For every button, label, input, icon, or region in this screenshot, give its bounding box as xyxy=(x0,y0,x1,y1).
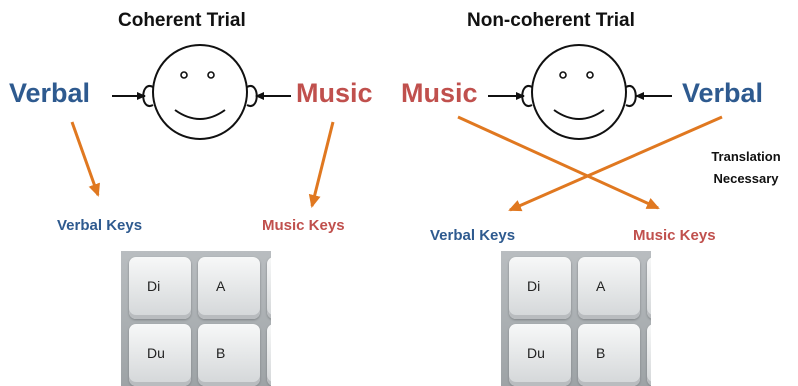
key-b-label: B xyxy=(216,345,226,361)
key-blank xyxy=(647,257,651,319)
key-di: Di xyxy=(129,257,191,319)
key-di-label: Di xyxy=(147,278,161,294)
translation-note: Translation Necessary xyxy=(694,146,798,190)
key-du-label: Du xyxy=(527,345,545,361)
face-icon-coherent xyxy=(142,44,258,140)
key-du-label: Du xyxy=(147,345,165,361)
key-du: Du xyxy=(129,324,191,386)
key-a-label: A xyxy=(216,278,226,294)
noncoherent-title: Non-coherent Trial xyxy=(467,10,635,31)
key-blank xyxy=(267,324,271,386)
key-a-label: A xyxy=(596,278,606,294)
key-b: B xyxy=(198,324,260,386)
key-b-label: B xyxy=(596,345,606,361)
keyboard-icon-coherent: Di A Du B xyxy=(121,251,271,386)
noncoherent-music-keys-label: Music Keys xyxy=(633,227,716,244)
key-blank xyxy=(647,324,651,386)
noncoherent-source-music: Music xyxy=(401,78,478,108)
arrow-icon-music-to-music-keys xyxy=(308,121,335,208)
key-blank xyxy=(267,257,271,319)
key-di-label: Di xyxy=(527,278,541,294)
arrow-icon-verbal-to-verbal-keys-2 xyxy=(508,115,723,212)
arrow-icon-music-to-music-keys-2 xyxy=(457,115,660,210)
translation-note-line1: Translation xyxy=(711,149,781,164)
face-icon-noncoherent xyxy=(521,44,637,140)
coherent-verbal-keys-label: Verbal Keys xyxy=(57,217,143,234)
noncoherent-source-verbal: Verbal xyxy=(682,78,764,108)
coherent-title: Coherent Trial xyxy=(118,10,246,31)
translation-note-line2: Necessary xyxy=(713,171,779,186)
coherent-source-verbal: Verbal xyxy=(9,78,91,108)
key-a: A xyxy=(578,257,640,319)
coherent-source-music: Music xyxy=(296,78,373,108)
arrow-icon-verbal-to-verbal-keys xyxy=(70,121,100,197)
key-du: Du xyxy=(509,324,571,386)
keyboard-icon-noncoherent: Di A Du B xyxy=(501,251,651,386)
noncoherent-verbal-keys-label: Verbal Keys xyxy=(430,227,516,244)
key-b: B xyxy=(578,324,640,386)
coherent-music-keys-label: Music Keys xyxy=(262,217,345,234)
key-di: Di xyxy=(509,257,571,319)
key-a: A xyxy=(198,257,260,319)
